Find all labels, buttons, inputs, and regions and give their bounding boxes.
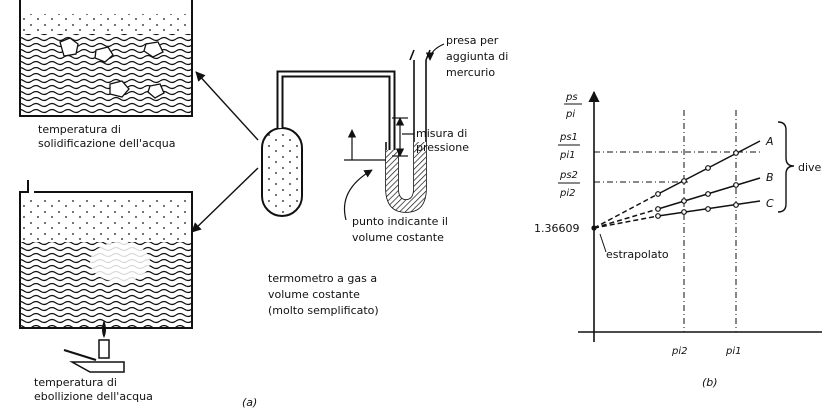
boiling-beaker: [19, 180, 193, 329]
ice-cubes: [59, 37, 165, 99]
boil-label-line2: ebollizione dell'acqua: [34, 390, 153, 403]
mercury-leader: [425, 43, 445, 61]
bunsen-burner: [63, 320, 125, 373]
pressure-label-line1: misura di: [416, 127, 467, 140]
line-b-label: B: [766, 171, 774, 184]
x-tick-2-label: pi1: [725, 346, 742, 357]
mercury-label-line1: presa per: [446, 34, 499, 47]
arrow-to-boiling: [191, 167, 259, 233]
x-tick-1-label: pi2: [671, 346, 688, 357]
svg-text:ps: ps: [565, 92, 578, 103]
extrapolated-leader: [599, 233, 607, 253]
panel-a-caption: (a): [242, 396, 257, 409]
line-a-label: A: [765, 135, 774, 148]
gas-thermometer: [261, 49, 431, 217]
svg-text:ps1: ps1: [559, 132, 578, 143]
y-axis-label: ps pi: [564, 92, 582, 120]
bracket: [777, 121, 795, 213]
svg-text:pi: pi: [565, 109, 575, 120]
intercept-point: [591, 225, 597, 231]
point-b-3: [705, 191, 711, 197]
arrow-to-ice: [195, 71, 259, 141]
point-a-3: [705, 165, 711, 171]
y-tick-2: ps2 pi2: [558, 170, 580, 199]
point-c-3: [705, 206, 711, 212]
point-a-1: [655, 191, 661, 197]
point-a-2: [681, 178, 687, 184]
line-b-extrapolated: [593, 208, 659, 229]
svg-text:pi1: pi1: [559, 150, 576, 161]
mercury-label-line2: aggiunta di: [446, 50, 508, 63]
point-label-line2: volume costante: [352, 231, 444, 244]
svg-text:pi2: pi2: [559, 188, 576, 199]
point-b-2: [681, 198, 687, 204]
point-c-2: [681, 209, 687, 215]
bracket-label: dive: [798, 161, 822, 174]
pressure-label-line2: pressione: [416, 141, 469, 154]
thermometer-title-line2: volume costante: [268, 288, 360, 301]
thermometer-title-line3: (molto semplificato): [268, 304, 379, 317]
line-c-label: C: [766, 197, 774, 210]
point-leader: [343, 169, 373, 221]
y-tick-1: ps1 pi1: [558, 132, 580, 161]
point-b-1: [655, 206, 661, 212]
point-c-1: [655, 213, 661, 219]
ice-label-line1: temperatura di: [38, 123, 121, 136]
panel-b-caption: (b): [702, 376, 718, 389]
line-a-extrapolated: [593, 193, 659, 229]
point-c-4: [733, 202, 739, 208]
point-a-4: [733, 150, 739, 156]
thermometer-title-line1: termometro a gas a: [268, 272, 377, 285]
ice-label-line2: solidificazione dell'acqua: [38, 137, 176, 150]
line-c-extrapolated: [593, 215, 659, 229]
ice-beaker: [19, 0, 193, 117]
mercury-label-line3: mercurio: [446, 66, 495, 79]
point-b-4: [733, 182, 739, 188]
svg-text:ps2: ps2: [559, 170, 578, 181]
extrapolated-label: estrapolato: [606, 248, 669, 261]
intercept-label: 1.36609: [534, 222, 580, 235]
point-label-line1: punto indicante il: [352, 215, 448, 228]
boil-label-line1: temperatura di: [34, 376, 117, 389]
pressure-dimension: [392, 117, 414, 157]
data-points: [655, 150, 739, 219]
